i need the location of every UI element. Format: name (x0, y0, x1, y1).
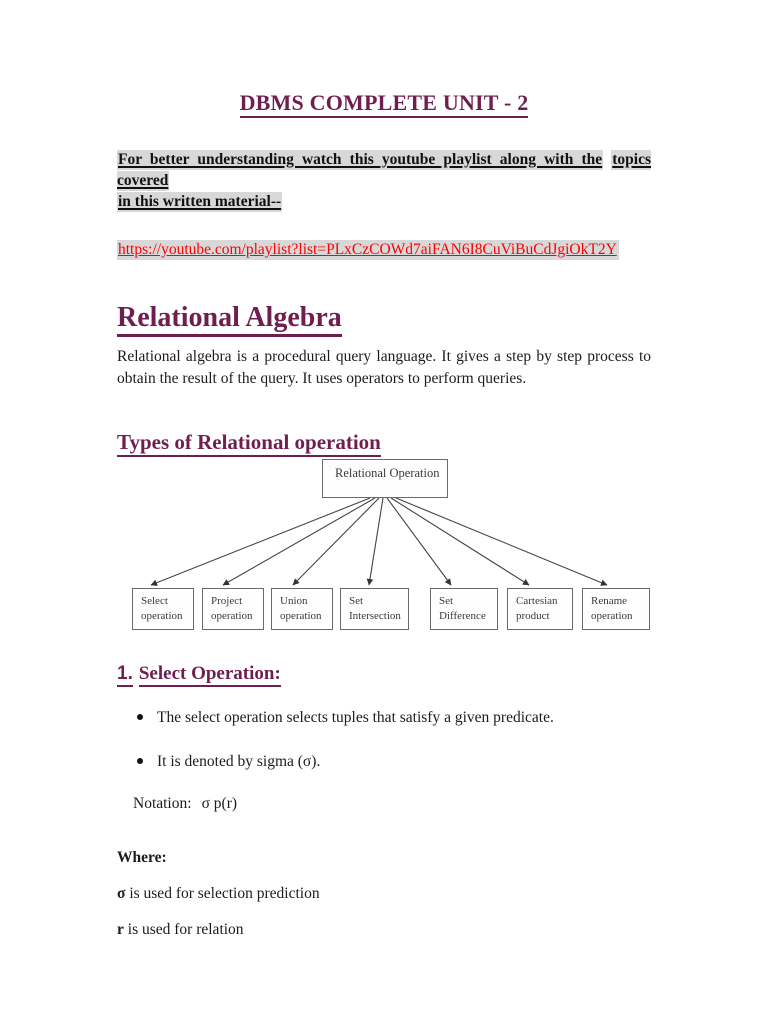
heading-types-of-operation: Types of Relational operation (117, 430, 651, 457)
where-item-sigma: σ is used for selection prediction (117, 885, 320, 902)
note-line-1: For better understanding watch this yout… (117, 149, 651, 191)
bullet-item: The select operation selects tuples that… (137, 707, 651, 728)
playlist-link-row: https://youtube.com/playlist?list=PLxCzC… (117, 240, 651, 260)
page-title-text: DBMS COMPLETE UNIT - 2 (239, 90, 529, 118)
note-line-2: in this written material-- (117, 192, 283, 212)
bullet-icon (137, 714, 143, 720)
where-item-r: r is used for relation (117, 921, 244, 938)
relational-algebra-description: Relational algebra is a procedural query… (117, 348, 651, 387)
notation-value: σ p(r) (201, 795, 238, 812)
where-label: Where: (117, 849, 167, 866)
heading-number: 1. (117, 663, 133, 687)
select-operation-section: 1.Select Operation: The select operation… (117, 663, 651, 939)
notation-line: Notation: σ p(r) (133, 795, 651, 813)
bullet-item: It is denoted by sigma (σ). (137, 751, 651, 772)
note-highlight-1: For better understanding watch this yout… (117, 150, 604, 170)
notation-label: Notation: (133, 795, 192, 812)
diagram-root-box: Relational Operation (322, 459, 448, 498)
note-highlight-3: in this written material-- (117, 192, 283, 212)
diagram-arrows (150, 497, 608, 586)
select-operation-bullets: The select operation selects tuples that… (117, 707, 651, 772)
heading-select-operation: 1.Select Operation: (117, 663, 651, 687)
heading-relational-algebra: Relational Algebra (117, 302, 651, 337)
page-title: DBMS COMPLETE UNIT - 2 (117, 90, 651, 118)
bullet-icon (137, 758, 143, 764)
note-paragraph: For better understanding watch this yout… (117, 149, 651, 212)
playlist-link[interactable]: https://youtube.com/playlist?list=PLxCzC… (117, 240, 619, 260)
